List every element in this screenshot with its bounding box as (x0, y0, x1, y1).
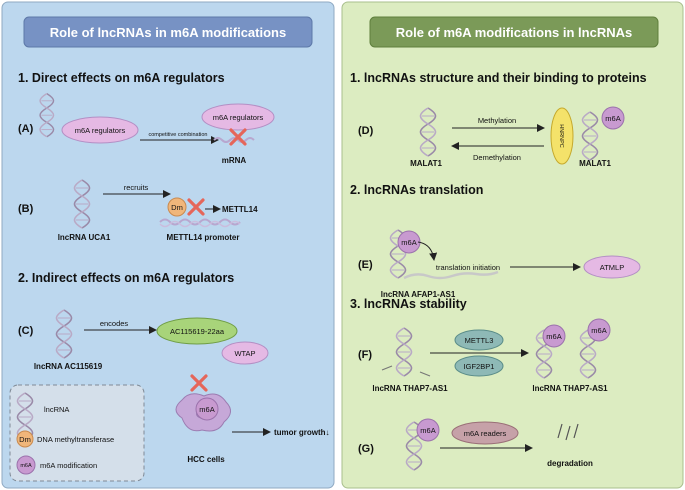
panel-f-factor-top-ellipse (454, 329, 504, 351)
panel-g-outcome: degradation (547, 459, 593, 468)
panel-g-m6a-circle (416, 418, 440, 442)
panel-a-right-bubble (201, 103, 275, 131)
left-header-box (23, 16, 313, 48)
panel-c-wtap-ellipse (221, 341, 269, 365)
panel-a-target-label: mRNA (222, 156, 247, 165)
panel-a-mrna-wave (213, 137, 255, 143)
panel-g-fragment-2 (565, 425, 571, 441)
panel-f-m6a-text-2: m6A (591, 326, 606, 335)
left-header-text: Role of lncRNAs in m6A modifications (50, 25, 286, 40)
panel-c-m6a-text: m6A (199, 405, 214, 414)
panel-c-arrow-text: encodes (100, 319, 129, 328)
legend-dm-label: DNA methyltransferase (37, 435, 114, 444)
panel-c-label: (C) (18, 325, 34, 337)
panel-a-arrow-text: competitive combination (148, 132, 207, 138)
panel-a-label: (A) (18, 123, 34, 135)
panel-d-rna-right: MALAT1 (579, 159, 611, 168)
panel-f-rna-right: lncRNA THAP7-AS1 (532, 384, 608, 393)
legend-dm-badge: Dm (19, 435, 31, 444)
panel-d-protein-ellipse (550, 107, 574, 165)
legend-box (9, 384, 145, 482)
right-header-text: Role of m6A modifications in lncRNAs (396, 25, 632, 40)
panel-d-rna-left: MALAT1 (410, 159, 442, 168)
left-section2-title: 2. Indirect effects on m6A regulators (18, 271, 234, 285)
panel-d-m6a-circle (601, 106, 625, 130)
legend-m6a-badge: m6A (20, 463, 32, 469)
legend-dm-circle-icon (16, 430, 34, 448)
right-header-box (369, 16, 659, 48)
panel-c-wtap-text: WTAP (234, 349, 255, 358)
panel-e-curve-arrow (417, 241, 438, 261)
dm-circle-icon (167, 197, 187, 217)
panel-f-label: (F) (358, 349, 372, 361)
m6a-circle-icon (195, 397, 219, 421)
panel-g-reader-text: m6A readers (464, 429, 507, 438)
legend-item-lncrna: lncRNA (16, 392, 69, 442)
panel-d-label: (D) (358, 125, 374, 137)
panel-d-m6a-text: m6A (605, 114, 620, 123)
panel-e-label: (E) (358, 259, 373, 271)
panel-g-label: (G) (358, 443, 374, 455)
right-section1-title: 1. lncRNAs structure and their binding t… (350, 71, 647, 85)
panel-g-reader-ellipse (451, 421, 519, 445)
panel-b-rna-label: lncRNA UCA1 (58, 233, 111, 242)
panel-c-peptide-text: AC115619-22aa (170, 327, 225, 336)
panel-b-arrow-text: recruits (124, 183, 149, 192)
legend-item-dm: Dm DNA methyltransferase (16, 430, 114, 448)
panel-b-dna-wave-2 (159, 220, 241, 228)
panel-e-product-text: ATMLP (600, 263, 624, 272)
panel-a-left-bubble-text: m6A regulators (75, 126, 126, 135)
panel-d-protein-text: HNRNPC (558, 124, 564, 148)
panel-a-left-bubble (61, 116, 139, 144)
panel-f-m6a-circle-2 (587, 318, 611, 342)
panel-b-promoter: METTL14 promoter (167, 233, 240, 242)
panel-b-label: (B) (18, 203, 34, 215)
panel-f-factor-bottom: IGF2BP1 (464, 362, 495, 371)
right-section2-title: 2. lncRNAs translation (350, 183, 483, 197)
panel-f-factor-top: METTL3 (465, 336, 494, 345)
panel-e-rna-label: lncRNA AFAP1-AS1 (381, 290, 456, 299)
right-section3-title: 3. lncRNAs stability (350, 297, 467, 311)
panel-f-m6a-circle-1 (542, 324, 566, 348)
panel-f-fragment-1 (381, 365, 393, 371)
panel-e-arrow-text: translation initiation (436, 263, 500, 272)
legend-m6a-circle-icon (16, 455, 36, 475)
left-section1-title: 1. Direct effects on m6A regulators (18, 71, 225, 85)
panel-e-m6a-text: m6A (401, 238, 416, 247)
panel-f-factor-bottom-ellipse (454, 355, 504, 377)
panel-c-rna-label: lncRNA AC115619 (34, 362, 103, 371)
panel-d-back-text: Demethylation (473, 153, 521, 162)
panel-a-right-bubble-text: m6A regulators (213, 113, 264, 122)
legend-item-m6a: m6A m6A modification (16, 455, 97, 475)
legend-m6a-label: m6A modification (40, 461, 97, 470)
panel-d-forward-text: Methylation (478, 116, 516, 125)
panel-b-target: METTL14 (222, 205, 258, 214)
panel-e-product-ellipse (583, 255, 641, 279)
panel-f-rna-left: lncRNA THAP7-AS1 (372, 384, 448, 393)
panel-f-fragment-2 (419, 371, 431, 377)
panel-g-m6a-text: m6A (420, 426, 435, 435)
panel-f-m6a-text-1: m6A (546, 332, 561, 341)
panel-e-rna-strand (403, 270, 499, 280)
panel-c-cells: HCC cells (187, 455, 225, 464)
legend-lncrna-label: lncRNA (44, 405, 69, 414)
panel-b-dm-text: Dm (171, 203, 183, 212)
panel-g-fragment-3 (573, 423, 579, 439)
panel-c-peptide-ellipse (156, 317, 238, 345)
panel-c-outcome: tumor growth↓ (274, 428, 330, 437)
panel-b-dna-wave (159, 218, 241, 226)
panel-g-fragment-1 (557, 423, 563, 439)
